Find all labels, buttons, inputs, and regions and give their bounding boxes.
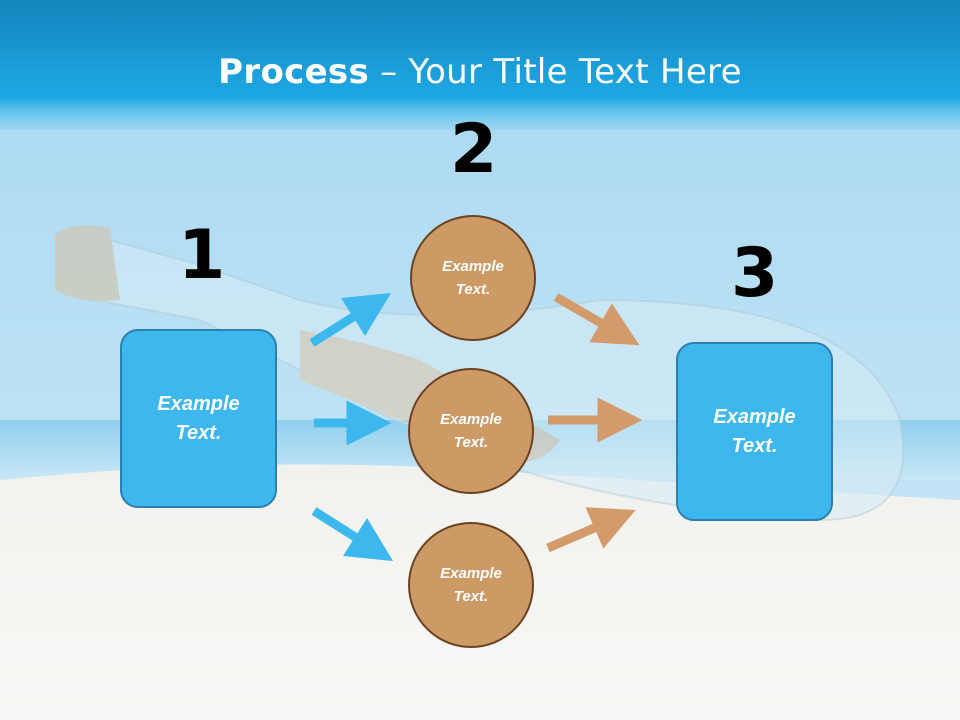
- circle-bottom: Example Text.: [408, 522, 534, 648]
- step-number-1: 1: [178, 216, 226, 295]
- circle-middle-text: Example Text.: [440, 411, 502, 451]
- circle-top: Example Text.: [410, 215, 536, 341]
- title-bold-part: Process: [218, 52, 370, 92]
- arrow-left-to-bottom: [311, 507, 394, 562]
- arrow-left-to-top: [309, 292, 392, 347]
- right-step-box: Example Text.: [676, 342, 833, 521]
- slide-title: Process – Your Title Text Here: [0, 52, 960, 92]
- title-bar: [0, 0, 960, 130]
- left-step-box: Example Text.: [120, 329, 277, 508]
- left-step-box-text: Example Text.: [157, 392, 240, 444]
- right-step-box-text: Example Text.: [713, 405, 796, 457]
- title-rest-part: – Your Title Text Here: [369, 52, 742, 92]
- step-number-2: 2: [450, 110, 498, 189]
- arrow-top-to-right: [553, 293, 640, 346]
- step-number-3: 3: [731, 234, 779, 313]
- circle-middle: Example Text.: [408, 368, 534, 494]
- arrow-bottom-to-right: [546, 507, 636, 553]
- circle-top-text: Example Text.: [442, 258, 504, 298]
- circle-bottom-text: Example Text.: [440, 565, 502, 605]
